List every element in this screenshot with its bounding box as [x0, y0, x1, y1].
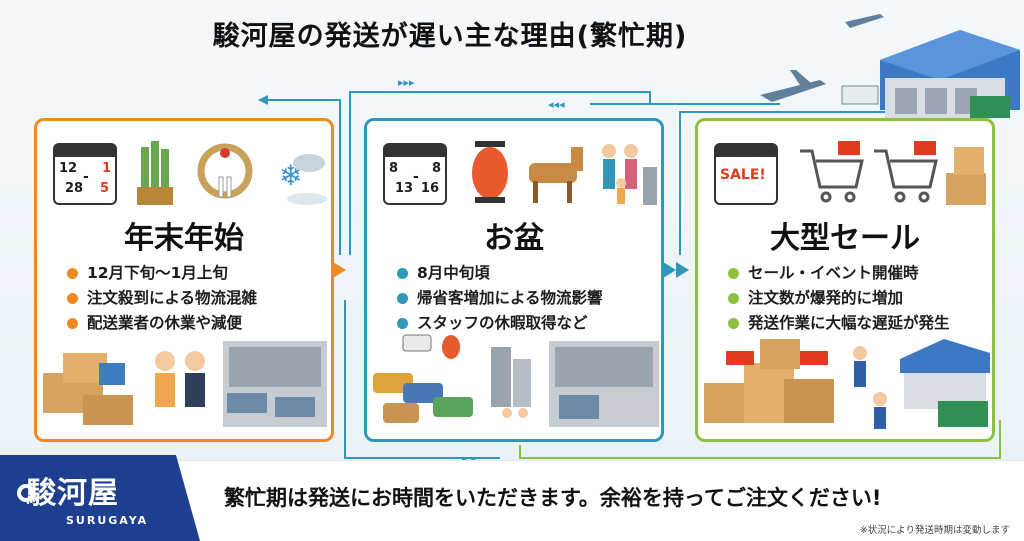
- page-title: 駿河屋の発送が遅い主な理由(繁忙期): [212, 21, 688, 52]
- bullet-item: 12月下旬〜1月上旬: [67, 261, 321, 286]
- new-year-icons: ❄: [137, 141, 327, 205]
- lantern-icon: [472, 141, 508, 203]
- card-heading: 大型セール: [770, 221, 920, 256]
- calendar-start-day: 13: [395, 181, 414, 196]
- bullet-item: 帰省客増加による物流影響: [397, 286, 651, 311]
- card-new-year: 12 - 1 28 5 ❄ 年末年始 12月下旬〜1月上旬 注文殺到による物流混…: [34, 118, 334, 442]
- calendar-start-day: 28: [65, 181, 84, 196]
- card-big-sale: SALE! 大型セール セール・イベント開催時 注文数が爆発的に増加 発送作業に…: [695, 118, 995, 442]
- svg-text:▸▸▸: ▸▸▸: [398, 76, 415, 89]
- card-heading: 年末年始: [124, 221, 244, 256]
- snow-icon: ❄: [279, 154, 327, 205]
- calendar-icon: 8 - 8 13 16: [383, 143, 447, 205]
- logo-icon: [17, 484, 35, 502]
- calendar-end-day: 5: [99, 181, 109, 196]
- footer-message: 繁忙期は発送にお時間をいただきます。余裕を持ってご注文ください!: [224, 486, 882, 510]
- card-obon: 8 - 8 13 16 お盆 8月中旬頃 帰省客増加による物流影響 スタッフの休…: [364, 118, 664, 442]
- horse-icon: [529, 147, 583, 203]
- box-pile-illustration: [704, 339, 990, 429]
- kadomatsu-icon: [137, 141, 173, 205]
- airplane-icon: [760, 14, 884, 102]
- calendar-end-month: 8: [431, 161, 441, 176]
- calendar-icon: 12 - 1 28 5: [53, 143, 117, 205]
- boxes-icon: [946, 147, 986, 205]
- bullet-item: 注文数が爆発的に増加: [728, 286, 982, 311]
- calendar-start-month: 8: [389, 161, 399, 176]
- obon-icons: [472, 141, 657, 205]
- cart-icon: [800, 149, 864, 203]
- bullet-list: 12月下旬〜1月上旬 注文殺到による物流混雑 配送業者の休業や減便: [67, 261, 321, 336]
- calendar-end-day: 16: [420, 181, 439, 196]
- sale-label: SALE!: [720, 167, 766, 183]
- bullet-item: 注文殺到による物流混雑: [67, 286, 321, 311]
- calendar-end-month: 1: [101, 161, 111, 176]
- bullet-item: 配送業者の休業や減便: [67, 311, 321, 336]
- bullet-item: 8月中旬頃: [397, 261, 651, 286]
- svg-text:◂◂◂: ◂◂◂: [548, 98, 565, 111]
- busy-warehouse-illustration: [43, 341, 327, 427]
- bullet-item: 発送作業に大幅な遅延が発生: [728, 311, 982, 336]
- traffic-illustration: [373, 334, 659, 427]
- shimekazari-icon: [197, 143, 253, 199]
- bullet-list: セール・イベント開催時 注文数が爆発的に増加 発送作業に大幅な遅延が発生: [728, 261, 982, 336]
- tag-icon: [914, 141, 936, 155]
- sale-icons: [800, 141, 986, 205]
- logo-text: 駿河屋: [26, 476, 119, 511]
- card-heading: お盆: [484, 221, 544, 256]
- cart-icon: [874, 149, 938, 203]
- bullet-item: スタッフの休暇取得など: [397, 311, 651, 336]
- sale-calendar-icon: SALE!: [714, 143, 778, 205]
- tag-icon: [838, 141, 860, 155]
- bullet-list: 8月中旬頃 帰省客増加による物流影響 スタッフの休暇取得など: [397, 261, 651, 336]
- calendar-start-month: 12: [59, 161, 78, 176]
- family-icon: [602, 144, 657, 205]
- warehouse-icon: [841, 30, 1020, 118]
- bullet-item: セール・イベント開催時: [728, 261, 982, 286]
- footer-note: ※状況により発送時期は変動します: [859, 525, 1010, 536]
- logo-subtext: SURUGAYA: [66, 514, 149, 527]
